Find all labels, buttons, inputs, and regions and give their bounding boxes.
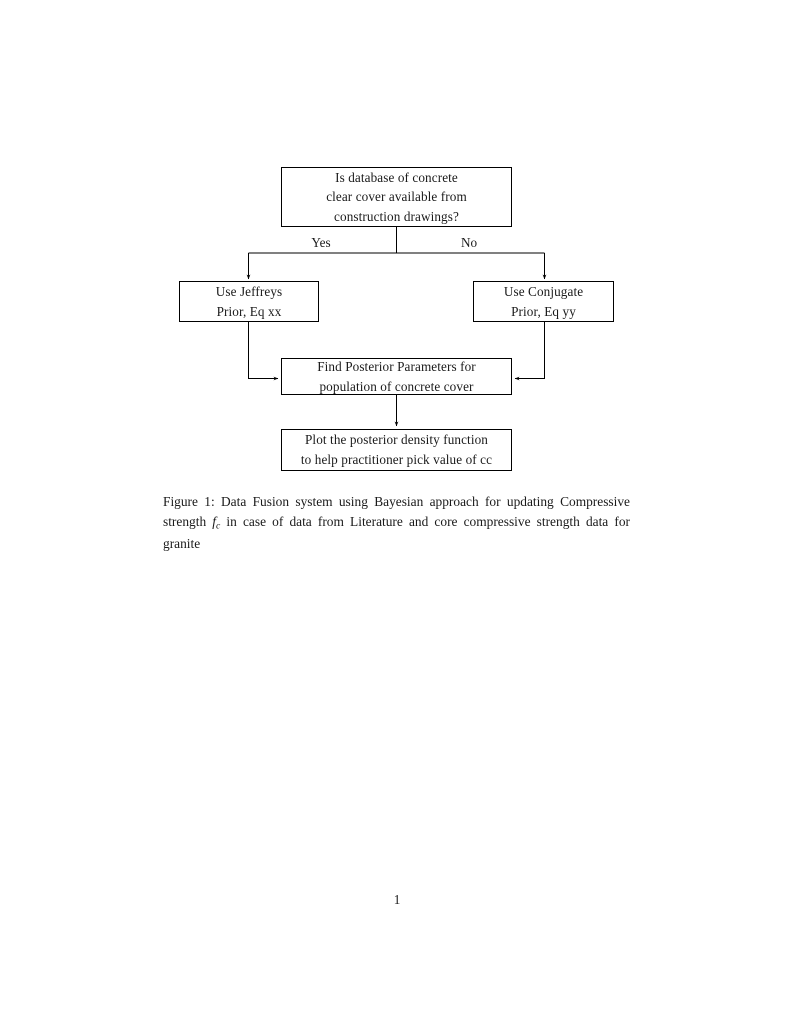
flow-node-conjugate-line-1: Use Conjugate bbox=[503, 283, 584, 299]
connector-jeffreys-to-posterior bbox=[248, 322, 279, 381]
flow-node-jeffreys-line-2: Prior, Eq xx bbox=[216, 303, 282, 319]
figure-caption-math-subscript: c bbox=[216, 520, 221, 532]
flow-node-plot-posterior-density: Plot the posterior density function to h… bbox=[281, 429, 512, 471]
connector-conjugate-to-posterior bbox=[514, 322, 545, 381]
flow-node-question-line-1: Is database of concrete bbox=[335, 169, 458, 185]
flow-branch-label-yes: Yes bbox=[308, 236, 334, 250]
flow-node-posterior-line-1: Find Posterior Parameters for bbox=[317, 358, 476, 374]
flow-node-question-line-2: clear cover available from bbox=[326, 189, 467, 205]
figure-caption-text-before-math: Data Fusion system using Bayesian approa… bbox=[163, 494, 630, 530]
flow-node-question-line-3: construction drawings? bbox=[334, 208, 459, 224]
flow-node-plot-line-2: to help practitioner pick value of cc bbox=[300, 452, 493, 467]
flow-node-question: Is database of concrete clear cover avai… bbox=[281, 167, 512, 227]
flow-node-conjugate-line-2: Prior, Eq yy bbox=[511, 303, 576, 319]
figure-caption: Figure 1: Data Fusion system using Bayes… bbox=[163, 492, 630, 555]
figure-caption-math-variable: f bbox=[212, 514, 217, 530]
flow-node-posterior-line-2: population of concrete cover bbox=[319, 378, 474, 394]
flow-node-plot-line-1: Plot the posterior density function bbox=[305, 432, 488, 448]
figure-caption-text-after-math: in case of data from Literature and core… bbox=[163, 514, 630, 552]
figure-caption-label: Figure 1: bbox=[163, 494, 215, 509]
flow-node-jeffreys-line-1: Use Jeffreys bbox=[215, 283, 283, 299]
flow-node-conjugate-prior: Use Conjugate Prior, Eq yy bbox=[473, 281, 614, 322]
flow-node-jeffreys-prior: Use Jeffreys Prior, Eq xx bbox=[179, 281, 319, 322]
flowchart-connectors bbox=[246, 227, 547, 427]
flow-node-find-posterior-parameters: Find Posterior Parameters for population… bbox=[281, 358, 512, 395]
flow-branch-label-no: No bbox=[457, 236, 481, 250]
page-number: 1 bbox=[393, 892, 401, 907]
figure-1-flowchart: Is database of concrete clear cover avai… bbox=[0, 0, 794, 500]
